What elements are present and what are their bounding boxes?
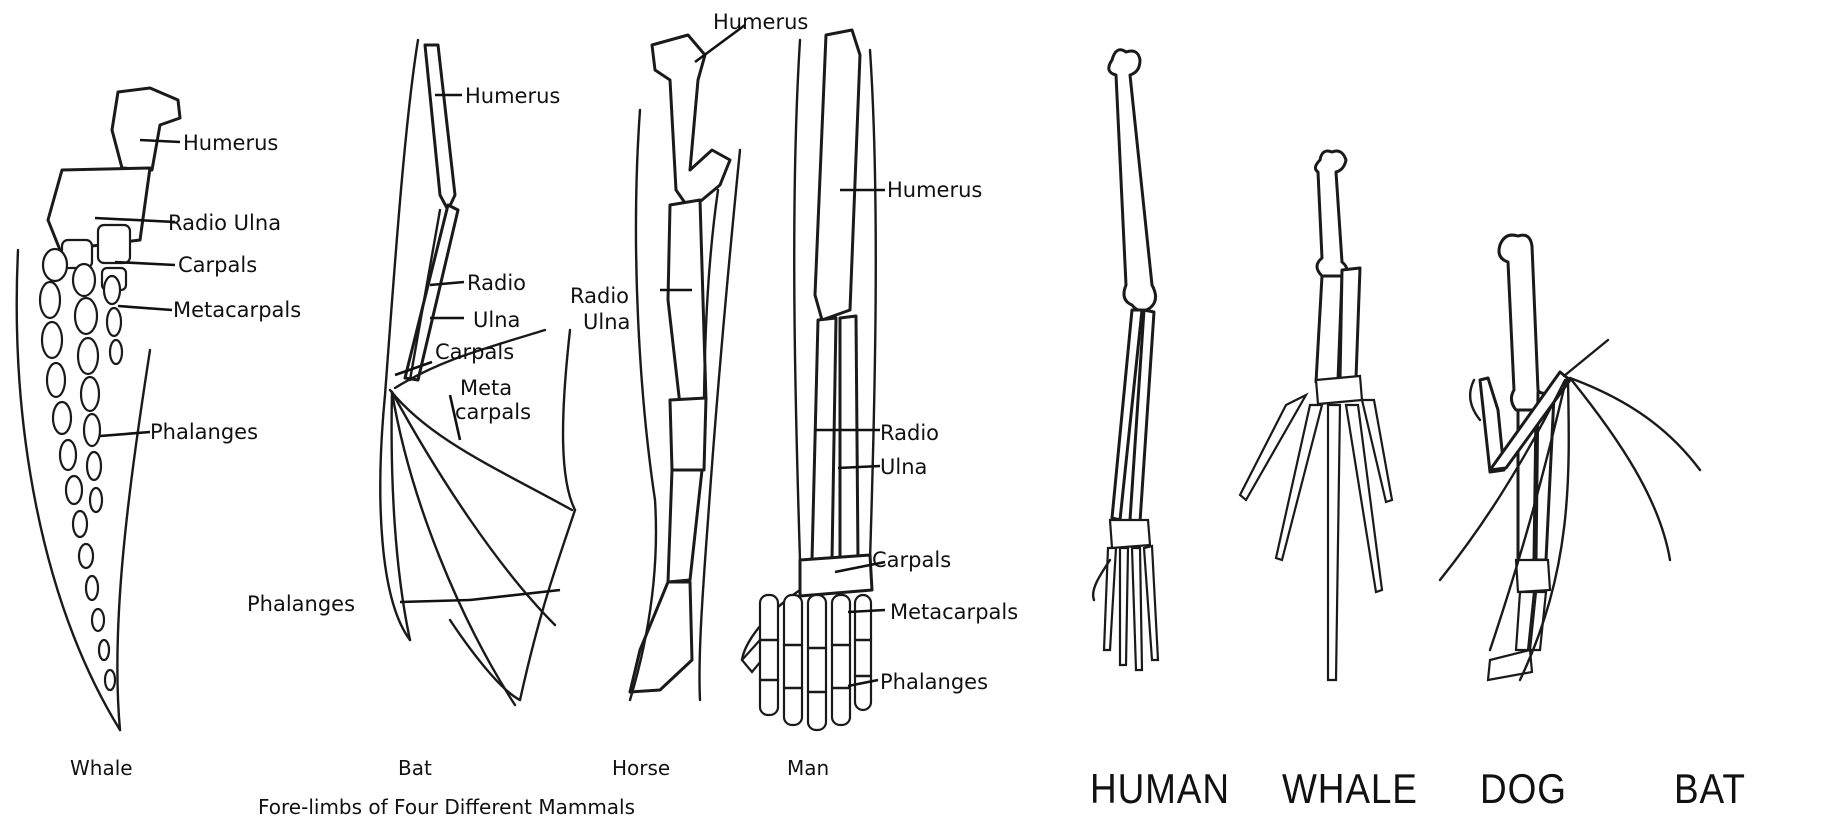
horse-radio-ulna-label-line2: Ulna bbox=[583, 310, 630, 334]
bat-phalanges-label: Phalanges bbox=[247, 592, 355, 616]
bat-wing-skeleton bbox=[1440, 340, 1700, 680]
whale-humerus-label: Humerus bbox=[183, 131, 278, 155]
bat-carpals-label: Carpals bbox=[435, 340, 514, 364]
bat-radio-label: Radio bbox=[467, 271, 526, 295]
man-caption: Man bbox=[787, 756, 829, 780]
man-metacarpals-label: Metacarpals bbox=[890, 600, 1018, 624]
labeled-forelimbs-panel: Humerus Radio Ulna Carpals Metacarpals P… bbox=[0, 0, 1060, 825]
whale-radio-ulna-label: Radio Ulna bbox=[168, 211, 281, 235]
figure-title: Fore-limbs of Four Different Mammals bbox=[258, 795, 635, 819]
bat-humerus-label: Humerus bbox=[465, 84, 560, 108]
dog-caption: DOG bbox=[1480, 765, 1567, 813]
bat-wing-drawing bbox=[380, 40, 575, 705]
bat-metacarpals-label-line1: Meta bbox=[460, 376, 512, 400]
man-radio-label: Radio bbox=[880, 421, 939, 445]
whale-flipper-skeleton bbox=[1240, 151, 1392, 680]
bat-metacarpals-label-line2: carpals bbox=[455, 400, 531, 424]
bat-caption-right: BAT bbox=[1674, 765, 1746, 813]
man-arm-drawing bbox=[742, 30, 885, 730]
whale-caption-right: WHALE bbox=[1282, 765, 1418, 813]
whale-phalanges-label: Phalanges bbox=[150, 420, 258, 444]
skeletal-forelimbs-drawing bbox=[1060, 0, 1825, 825]
whale-flipper-drawing bbox=[17, 88, 180, 730]
whale-caption: Whale bbox=[70, 756, 133, 780]
man-humerus-label: Humerus bbox=[887, 178, 982, 202]
man-ulna-label: Ulna bbox=[880, 455, 927, 479]
horse-radio-ulna-label-line1: Radio bbox=[570, 284, 629, 308]
bat-ulna-label: Ulna bbox=[473, 308, 520, 332]
skeletal-forelimbs-panel: HUMAN WHALE DOG BAT bbox=[1060, 0, 1825, 825]
horse-leg-drawing bbox=[630, 25, 745, 700]
horse-humerus-label: Humerus bbox=[713, 10, 808, 34]
man-carpals-label: Carpals bbox=[872, 548, 951, 572]
horse-caption: Horse bbox=[612, 756, 670, 780]
bat-caption: Bat bbox=[398, 756, 432, 780]
whale-metacarpals-label: Metacarpals bbox=[173, 298, 301, 322]
human-caption: HUMAN bbox=[1090, 765, 1230, 813]
man-phalanges-label: Phalanges bbox=[880, 670, 988, 694]
whale-carpals-label: Carpals bbox=[178, 253, 257, 277]
human-arm-skeleton bbox=[1093, 50, 1158, 670]
